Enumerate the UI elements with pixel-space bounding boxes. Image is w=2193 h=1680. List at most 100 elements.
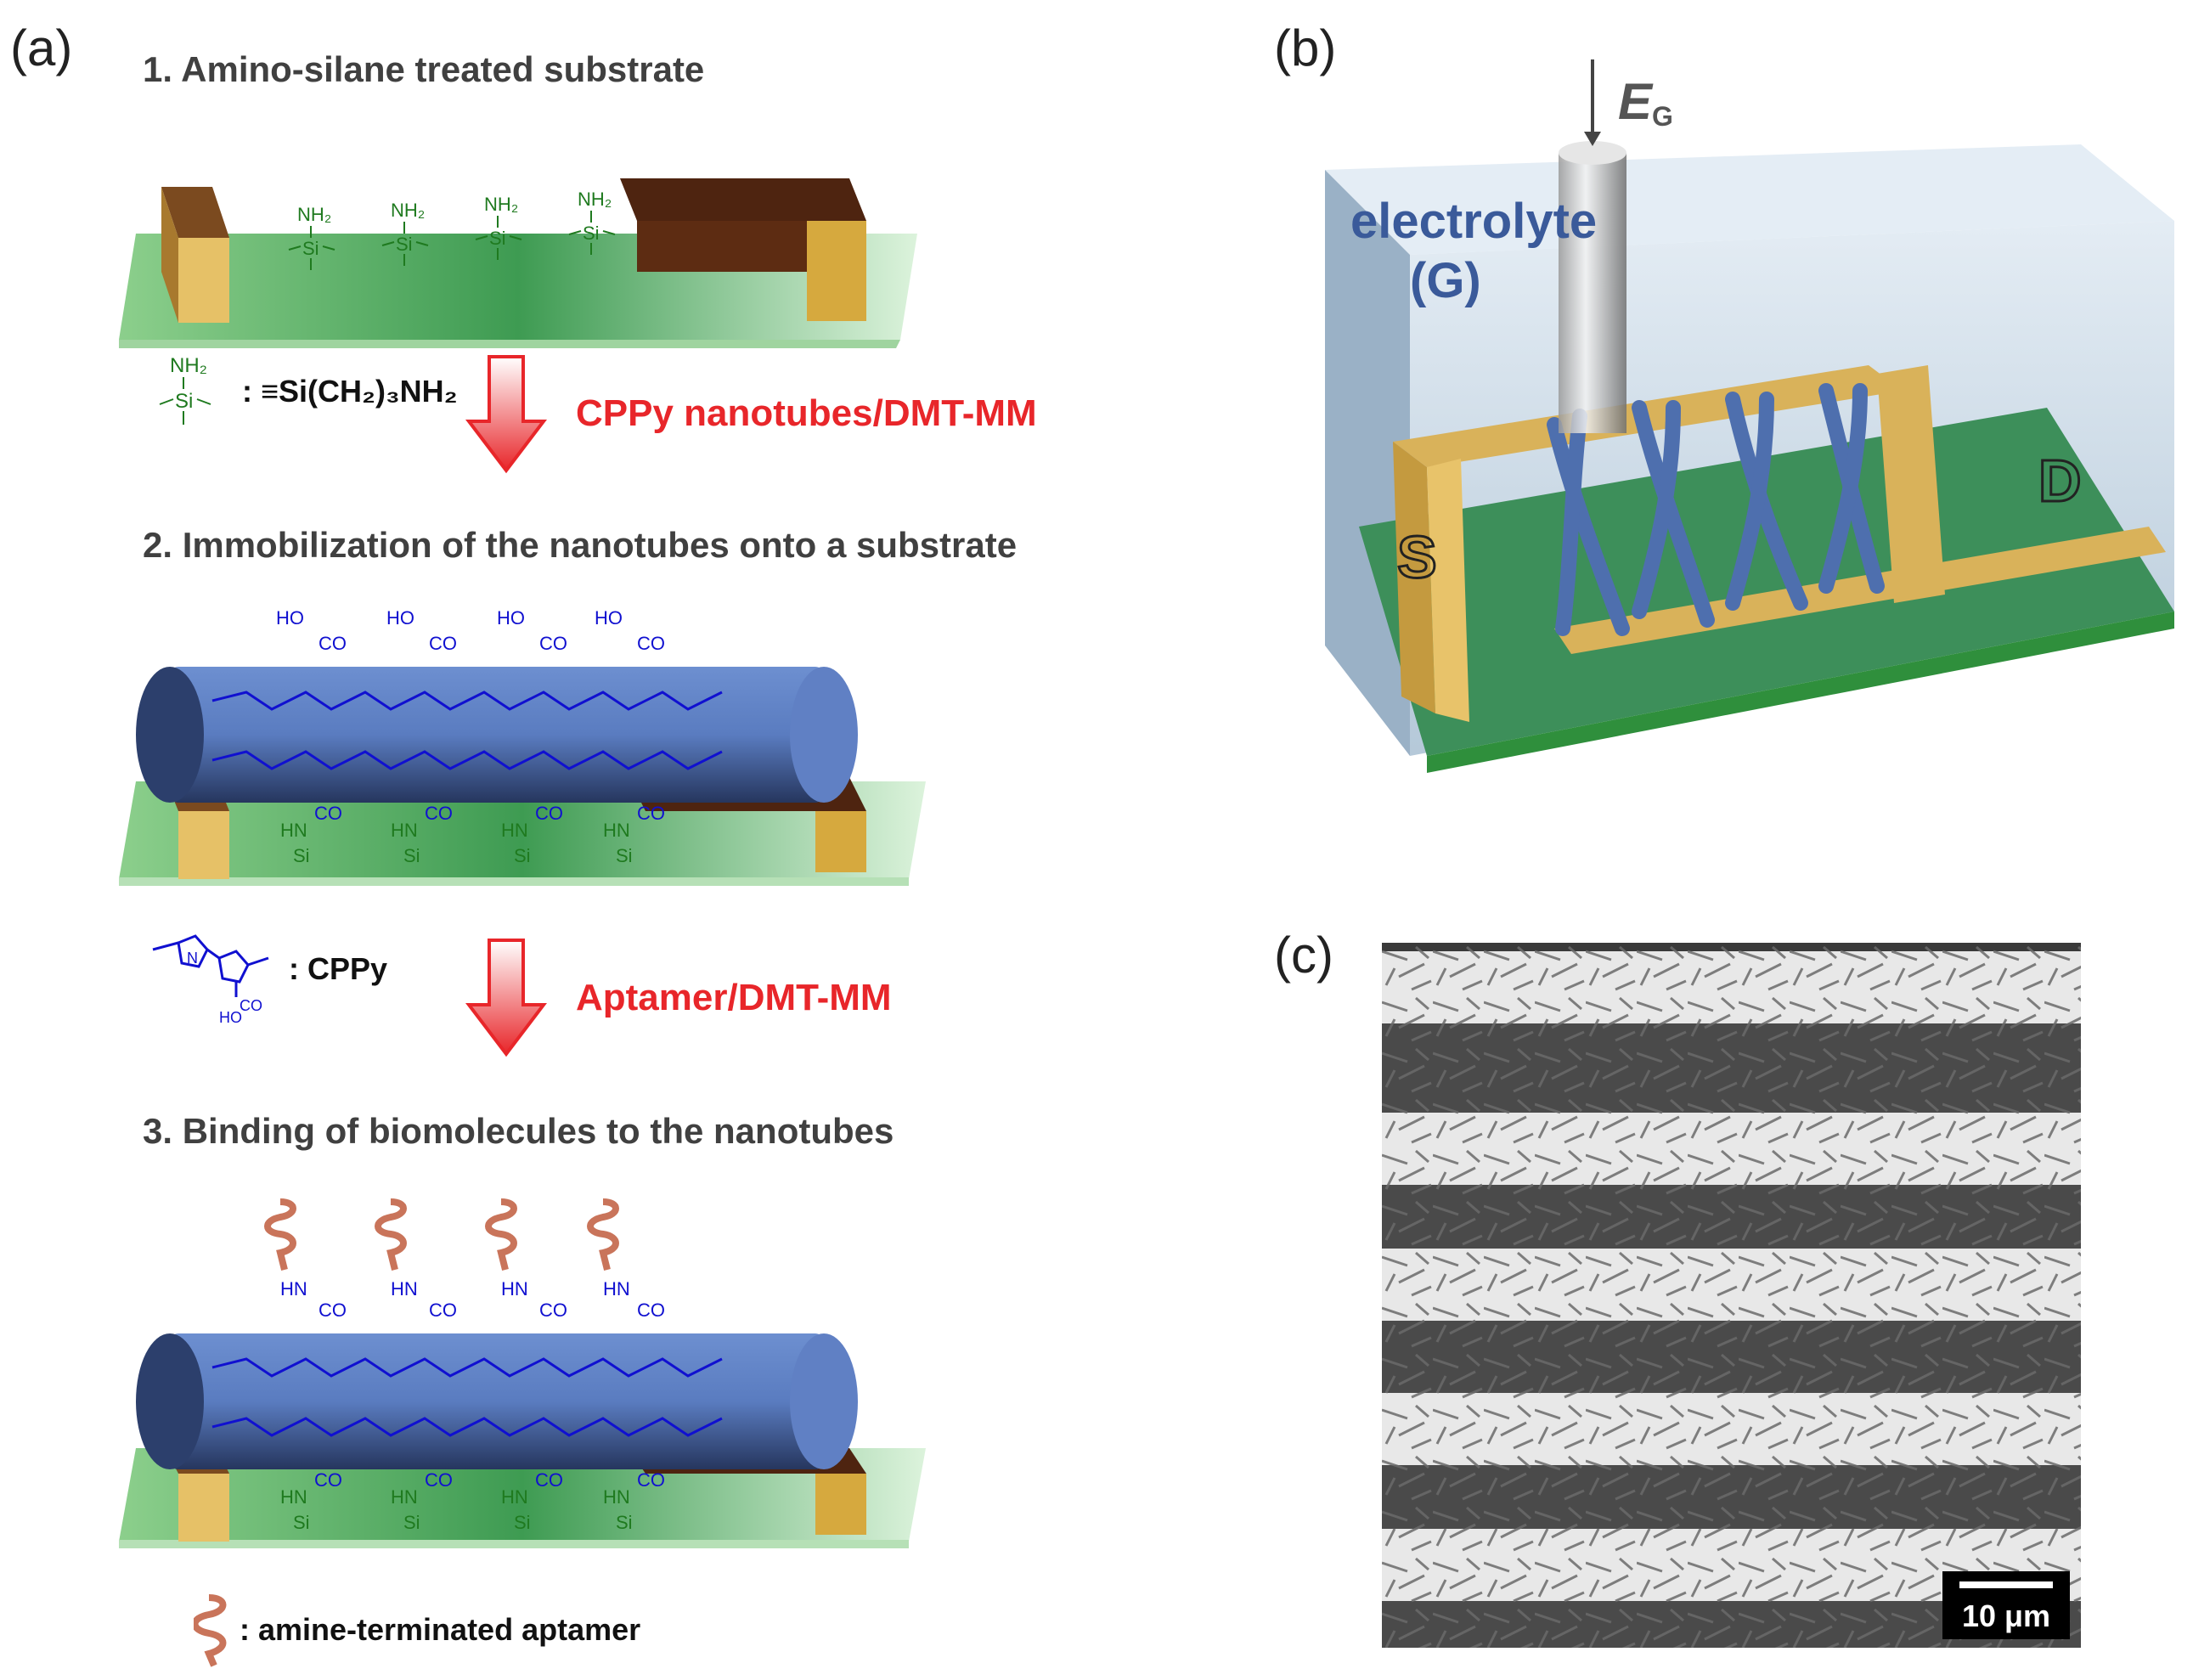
cppy-legend-icon: N CO HO bbox=[152, 934, 269, 1026]
electrolyte-g-label: (G) bbox=[1410, 253, 1481, 308]
silane-legend-label: : ≡Si(CH₂)₃NH₂ bbox=[242, 374, 458, 409]
svg-text:Si: Si bbox=[514, 845, 531, 866]
step-1-title: 1. Amino-silane treated substrate bbox=[143, 49, 705, 89]
svg-text:CO: CO bbox=[637, 1469, 665, 1491]
svg-text:CO: CO bbox=[429, 1299, 457, 1321]
fet-device-diagram: E G electrolyte (G) S D bbox=[1325, 59, 2174, 773]
svg-text:HO: HO bbox=[386, 607, 414, 629]
arrow-1-label: CPPy nanotubes/DMT-MM bbox=[576, 392, 1037, 434]
svg-text:CO: CO bbox=[637, 633, 665, 654]
svg-text:CO: CO bbox=[539, 633, 567, 654]
svg-text:CO: CO bbox=[314, 1469, 342, 1491]
green-substrate bbox=[1359, 408, 2174, 756]
svg-text:Si: Si bbox=[489, 228, 506, 249]
svg-text:HN: HN bbox=[391, 1486, 418, 1508]
panel-label-c: (c) bbox=[1274, 927, 1333, 984]
svg-text:NH₂: NH₂ bbox=[170, 354, 207, 377]
svg-text:HO: HO bbox=[595, 607, 623, 629]
step-1-substrate-diagram: NH₂ Si NH₂ Si NH₂ Si NH₂ Si bbox=[119, 178, 917, 348]
svg-text:HN: HN bbox=[280, 1486, 307, 1508]
cppy-polymer-chains bbox=[211, 691, 723, 770]
svg-text:HN: HN bbox=[603, 1486, 630, 1508]
panel-label-a: (a) bbox=[10, 20, 73, 76]
svg-text:HN: HN bbox=[391, 820, 418, 841]
svg-text:HO: HO bbox=[276, 607, 304, 629]
svg-text:HO: HO bbox=[497, 607, 525, 629]
right-electrode-top bbox=[620, 178, 866, 221]
red-down-arrow-2 bbox=[465, 939, 547, 1057]
left-electrode bbox=[178, 238, 229, 323]
svg-text:CO: CO bbox=[319, 633, 347, 654]
left-electrode-top bbox=[161, 187, 229, 238]
step-3-title: 3. Binding of biomolecules to the nanotu… bbox=[143, 1111, 894, 1151]
svg-text:Si: Si bbox=[293, 1512, 310, 1533]
svg-text:HN: HN bbox=[501, 1278, 528, 1299]
right-electrode bbox=[815, 1474, 866, 1535]
cppy-legend-label: : CPPy bbox=[289, 951, 388, 986]
svg-text:CO: CO bbox=[319, 1299, 347, 1321]
svg-text:Si: Si bbox=[302, 238, 319, 259]
svg-text:NH₂: NH₂ bbox=[578, 189, 612, 210]
svg-text:NH₂: NH₂ bbox=[484, 194, 518, 215]
nanotube-network bbox=[1382, 943, 2081, 1648]
svg-text:CO: CO bbox=[425, 1469, 453, 1491]
step-2-title: 2. Immobilization of the nanotubes onto … bbox=[143, 525, 1018, 565]
svg-text:Si: Si bbox=[583, 223, 600, 244]
step-2-nanotube-diagram: HO CO HO CO HO CO HO CO CO CO CO CO HN Si HN S… bbox=[119, 607, 926, 886]
svg-text:CO: CO bbox=[429, 633, 457, 654]
svg-text:Si: Si bbox=[403, 845, 420, 866]
svg-text:CO: CO bbox=[240, 997, 262, 1014]
svg-text:HN: HN bbox=[501, 1486, 528, 1508]
svg-text:HN: HN bbox=[280, 1278, 307, 1299]
svg-text:Si: Si bbox=[396, 234, 413, 255]
aptamer-legend-icon bbox=[194, 1594, 227, 1667]
svg-text:CO: CO bbox=[535, 803, 563, 824]
svg-text:CO: CO bbox=[425, 803, 453, 824]
svg-text:HN: HN bbox=[501, 820, 528, 841]
amino-silane-groups: NH₂ Si NH₂ Si NH₂ Si NH₂ Si bbox=[288, 189, 616, 270]
source-electrode bbox=[1393, 442, 1435, 713]
svg-text:CO: CO bbox=[637, 1299, 665, 1321]
right-electrode bbox=[815, 811, 866, 872]
right-electrode bbox=[807, 221, 866, 321]
arrow-2-label: Aptamer/DMT-MM bbox=[576, 977, 892, 1018]
silane-legend-icon: NH₂ Si bbox=[159, 354, 211, 425]
left-electrode bbox=[178, 1474, 229, 1542]
gate-symbol: E bbox=[1618, 73, 1654, 130]
svg-text:N: N bbox=[187, 950, 198, 967]
svg-text:CO: CO bbox=[314, 803, 342, 824]
cppy-nanotube bbox=[170, 667, 824, 803]
svg-text:CO: CO bbox=[535, 1469, 563, 1491]
svg-text:Si: Si bbox=[293, 845, 310, 866]
red-down-arrow-1 bbox=[465, 355, 547, 474]
drain-electrode bbox=[1877, 365, 1945, 603]
svg-text:Si: Si bbox=[175, 390, 193, 413]
svg-text:HN: HN bbox=[391, 1278, 418, 1299]
gate-electrode bbox=[1559, 153, 1626, 433]
svg-text:Si: Si bbox=[616, 845, 633, 866]
scale-bar bbox=[1959, 1581, 2053, 1588]
aptamer-legend-label: : amine-terminated aptamer bbox=[240, 1612, 641, 1647]
source-label: S bbox=[1397, 524, 1437, 590]
svg-text:Si: Si bbox=[514, 1512, 531, 1533]
left-electrode bbox=[178, 811, 229, 879]
electrolyte-label: electrolyte bbox=[1350, 194, 1597, 249]
svg-text:HO: HO bbox=[219, 1009, 242, 1026]
svg-text:CO: CO bbox=[637, 803, 665, 824]
drain-label: D bbox=[2038, 448, 2082, 514]
nanotube-bundle bbox=[1547, 383, 1885, 636]
cppy-nanotube bbox=[170, 1333, 824, 1469]
panel-label-b: (b) bbox=[1274, 20, 1337, 76]
svg-text:CO: CO bbox=[539, 1299, 567, 1321]
svg-text:HN: HN bbox=[603, 820, 630, 841]
gate-subscript: G bbox=[1652, 101, 1673, 132]
scale-bar-label: 10 μm bbox=[1962, 1598, 2050, 1633]
svg-text:NH₂: NH₂ bbox=[391, 200, 425, 221]
sem-micrograph: 10 μm bbox=[1382, 943, 2081, 1648]
svg-text:NH₂: NH₂ bbox=[297, 204, 331, 225]
step-3-aptamer-diagram: HN CO HN CO HN CO HN CO CO CO CO CO HN Si HN S… bbox=[119, 1198, 926, 1548]
svg-text:Si: Si bbox=[616, 1512, 633, 1533]
aptamer-strands bbox=[264, 1198, 619, 1271]
svg-text:HN: HN bbox=[280, 820, 307, 841]
svg-text:Si: Si bbox=[403, 1512, 420, 1533]
